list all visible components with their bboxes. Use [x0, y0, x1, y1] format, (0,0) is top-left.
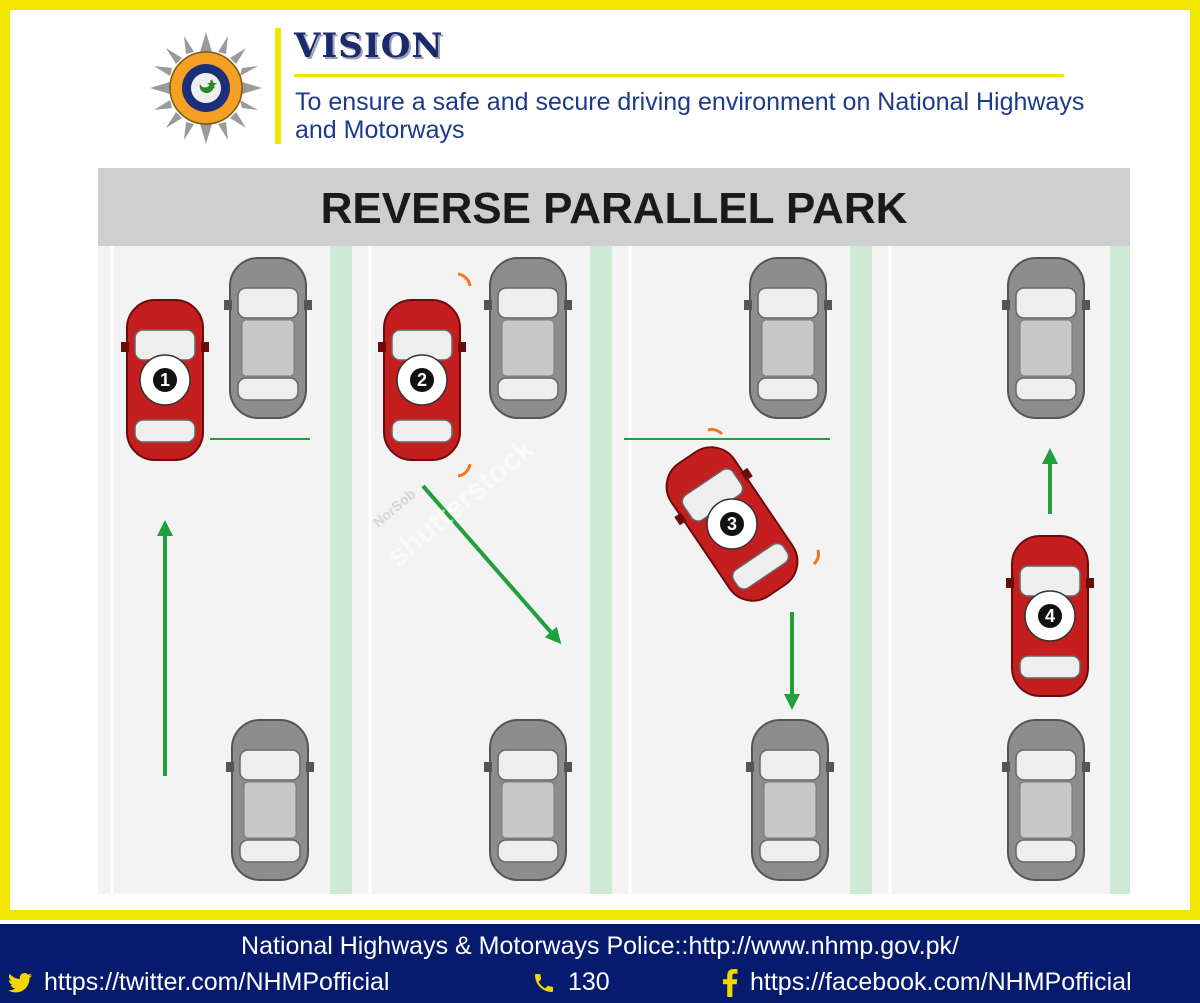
vision-title: VISION: [294, 26, 444, 66]
lane-strips: [330, 246, 1130, 894]
twitter-icon: [8, 972, 32, 992]
phone-icon: [535, 973, 553, 992]
nhmp-logo: [150, 32, 262, 144]
facebook-icon: [722, 968, 738, 997]
phone-number: 130: [568, 968, 610, 996]
footer: National Highways & Motorways Police::ht…: [0, 924, 1200, 1003]
twitter-url: https://twitter.com/NHMPofficial: [44, 968, 390, 996]
step-2-badge: 2: [396, 354, 448, 406]
facebook-link[interactable]: https://facebook.com/NHMPofficial: [722, 968, 1132, 997]
header-divider-vertical: [275, 28, 281, 144]
step-1-badge: 1: [139, 354, 191, 406]
diagram-title: REVERSE PARALLEL PARK: [321, 184, 908, 233]
step-3-badge: 3: [706, 498, 758, 550]
facebook-url: https://facebook.com/NHMPofficial: [750, 968, 1132, 996]
turn-signals: [457, 272, 820, 566]
title-banner: [98, 168, 1130, 246]
step-3-label: 3: [727, 514, 737, 534]
parking-diagram: REVERSE PARALLEL PARK: [98, 168, 1130, 894]
step-badges: 1 2 3 4: [139, 354, 1076, 642]
header-divider-horizontal: [294, 74, 1064, 77]
direction-arrows: [157, 448, 1058, 776]
step-4-label: 4: [1045, 606, 1055, 626]
lane-dividers: [110, 246, 892, 894]
vision-statement: To ensure a safe and secure driving envi…: [295, 88, 1085, 144]
twitter-link[interactable]: https://twitter.com/NHMPofficial: [8, 968, 389, 997]
poster-frame: VISION To ensure a safe and secure drivi…: [0, 0, 1200, 920]
phone-link[interactable]: 130: [532, 968, 610, 997]
step-4-badge: 4: [1024, 590, 1076, 642]
footer-website[interactable]: National Highways & Motorways Police::ht…: [241, 932, 959, 960]
step-2-label: 2: [417, 370, 427, 390]
step-1-label: 1: [160, 370, 170, 390]
